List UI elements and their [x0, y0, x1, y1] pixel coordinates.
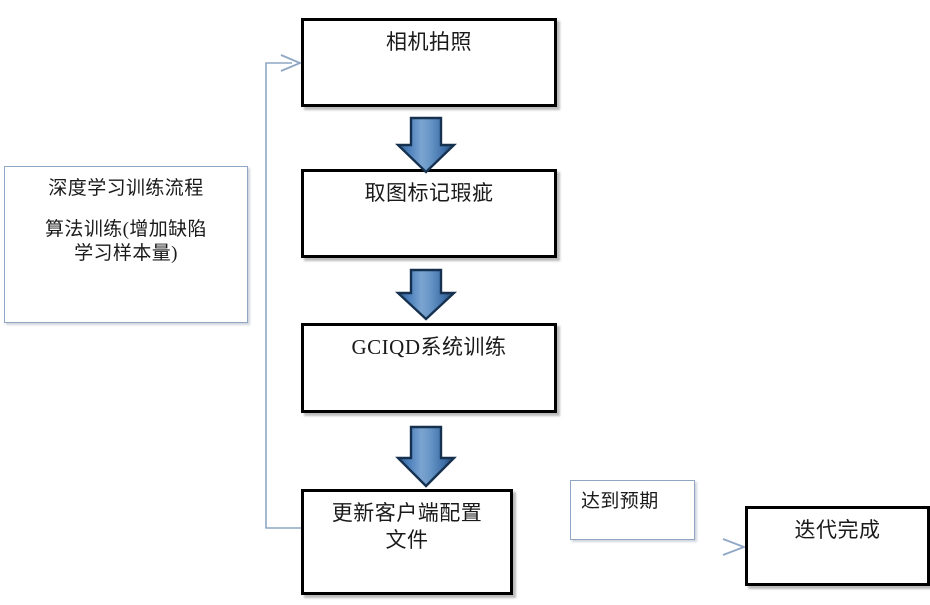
process-label: 取图标记瑕疵: [364, 181, 494, 205]
process-box-update-client-config[interactable]: 更新客户端配置 文件: [301, 489, 513, 595]
block-arrow-down-1: [395, 116, 457, 174]
process-box-gciqd-training[interactable]: GCIQD系统训练: [301, 323, 557, 413]
legend-box-training-process[interactable]: 深度学习训练流程 算法训练(增加缺陷 学习样本量): [4, 166, 248, 323]
process-label: 更新客户端配置 文件: [331, 501, 483, 552]
callout-label: 达到预期: [581, 491, 659, 512]
block-arrow-down-2: [394, 268, 458, 321]
process-box-camera-capture[interactable]: 相机拍照: [301, 18, 557, 107]
process-box-mark-defects[interactable]: 取图标记瑕疵: [301, 169, 557, 258]
block-arrow-down-3: [395, 425, 457, 488]
process-label: 相机拍照: [386, 30, 472, 54]
terminal-label: 迭代完成: [794, 518, 881, 542]
legend-description: 算法训练(增加缺陷 学习样本量): [45, 218, 207, 265]
process-box-iteration-complete[interactable]: 迭代完成: [745, 506, 930, 586]
feedback-connector: [265, 54, 303, 529]
legend-title: 深度学习训练流程: [48, 178, 204, 199]
callout-box-expected-result[interactable]: 达到预期: [570, 480, 695, 540]
result-connector: [513, 538, 747, 556]
process-label: GCIQD系统训练: [351, 335, 507, 359]
